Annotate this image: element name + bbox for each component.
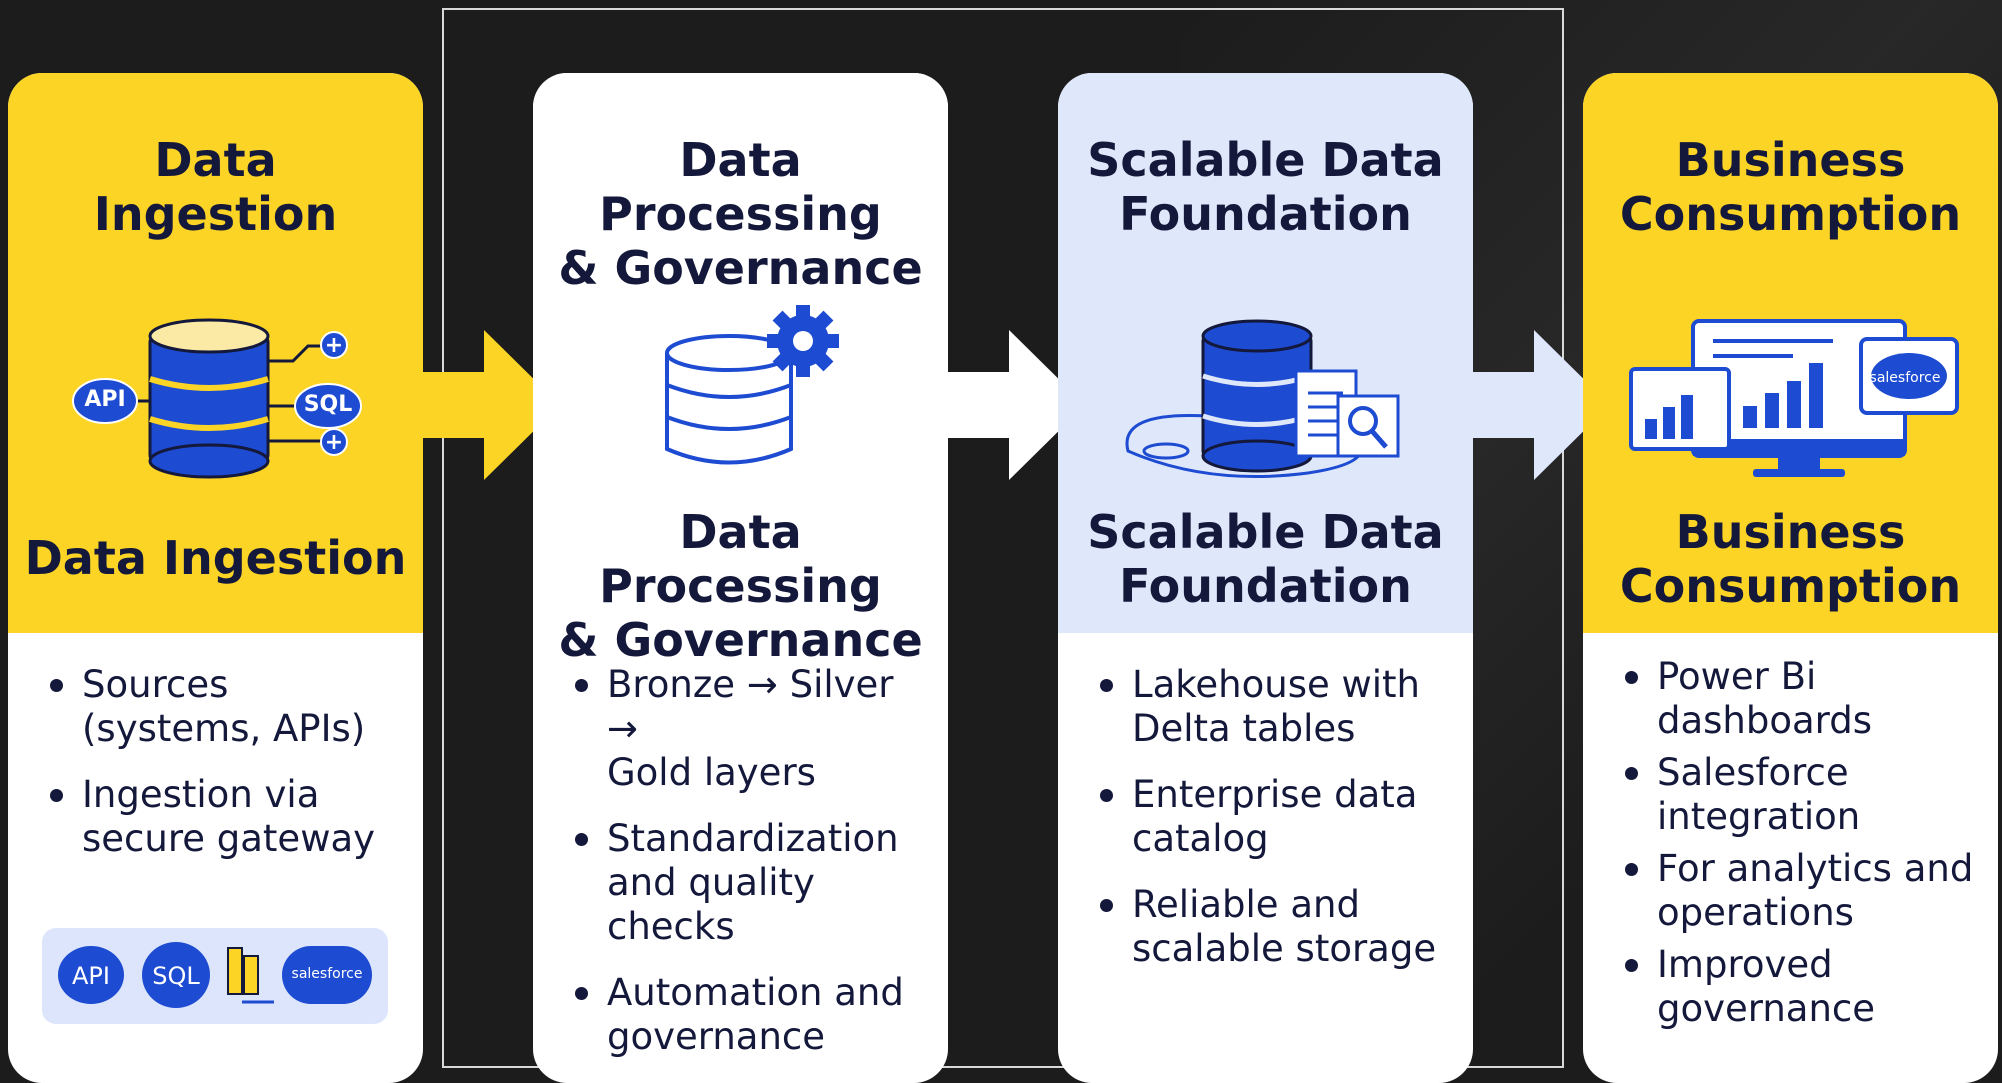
bullet-item: For analytics and operations [1623, 847, 1998, 935]
svg-text:+: + [325, 333, 343, 358]
stage-card-data-processing: Data Processing & Governance Data Proces… [533, 73, 948, 1083]
folder-icon [227, 947, 274, 1004]
bullet-list: Bronze → Silver → Gold layers Standardiz… [573, 663, 933, 1081]
bullet-item: Ingestion via secure gateway [48, 773, 408, 861]
database-gear-icon [665, 305, 839, 465]
arrow-right-icon [410, 330, 560, 480]
bullet-item: Salesforce integration [1623, 751, 1998, 839]
bullet-item: Enterprise data catalog [1098, 773, 1458, 861]
arrow-right-icon [935, 330, 1085, 480]
dashboard-icon [1629, 319, 1959, 477]
stage-subtitle: Data Ingestion [24, 531, 407, 585]
bullet-item: Automation and governance [573, 971, 933, 1059]
api-badge-label: API [72, 962, 110, 990]
bullet-item: Sources (systems, APIs) [48, 663, 408, 751]
api-badge [58, 946, 124, 1004]
stage-title: Scalable Data Foundation [1087, 133, 1444, 241]
sql-label: SQL [303, 392, 353, 417]
source-logos: API SQL salesforce [42, 928, 388, 1024]
card-header [533, 73, 948, 633]
stage-card-data-ingestion: Data Ingestion + + API SQL Data Ingestio… [8, 73, 423, 1083]
stage-subtitle: Data Processing & Governance [558, 505, 923, 667]
bullet-item: Bronze → Silver → Gold layers [573, 663, 933, 795]
stage-card-business-consumption: Business Consumption salesforce Business… [1583, 73, 1998, 1083]
stage-card-scalable-foundation: Scalable Data Foundation Scalable Data F… [1058, 73, 1473, 1083]
salesforce-label: salesforce [1869, 370, 1941, 386]
stage-title: Data Processing & Governance [558, 133, 923, 295]
bullet-list: Power Bi dashboards Salesforce integrati… [1623, 655, 1998, 1039]
bullet-item: Reliable and scalable storage [1098, 883, 1458, 971]
bullet-list: Sources (systems, APIs) Ingestion via se… [48, 663, 408, 883]
sql-badge [142, 942, 210, 1008]
salesforce-cloud-icon [282, 946, 372, 1004]
database-icon: + + [72, 318, 362, 479]
svg-text:+: + [325, 430, 343, 455]
stage-title: Business Consumption [1619, 133, 1962, 241]
bullet-item: Power Bi dashboards [1623, 655, 1998, 743]
lakehouse-icon [1125, 319, 1400, 479]
bullet-list: Lakehouse with Delta tables Enterprise d… [1098, 663, 1458, 993]
salesforce-label: salesforce [291, 966, 363, 982]
api-label: API [84, 387, 126, 412]
stage-subtitle: Scalable Data Foundation [1087, 505, 1444, 613]
bullet-item: Improved governance [1623, 943, 1998, 1031]
stage-title: Data Ingestion [93, 133, 338, 241]
bullet-item: Standardization and quality checks [573, 817, 933, 949]
arrow-right-icon [1460, 330, 1610, 480]
sql-badge-label: SQL [152, 962, 200, 990]
bullet-item: Lakehouse with Delta tables [1098, 663, 1458, 751]
stage-subtitle: Business Consumption [1619, 505, 1962, 613]
